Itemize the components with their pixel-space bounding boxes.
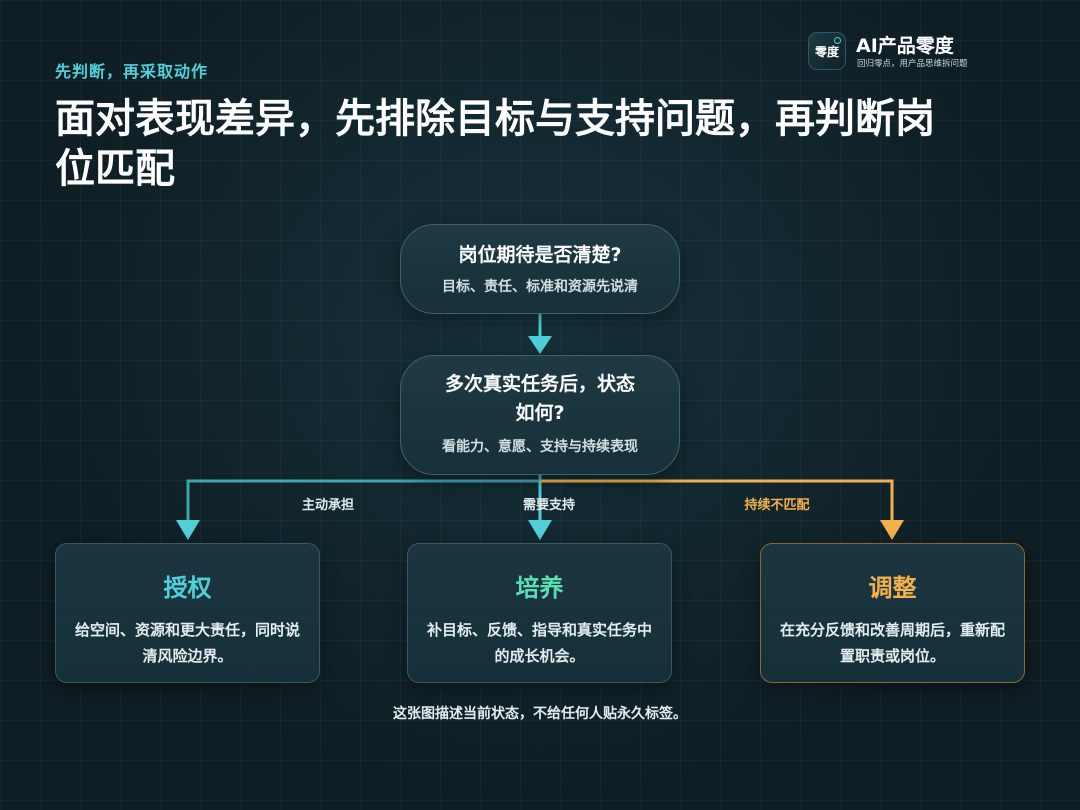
brand-logo: 零度 xyxy=(808,32,846,70)
edge-label-right: 持续不匹配 xyxy=(744,498,810,513)
brand-logo-dot-icon xyxy=(834,37,841,44)
outcome-title: 培养 xyxy=(515,574,564,602)
brand-name: AI产品零度 xyxy=(856,35,954,57)
brand-tagline: 回归零点，用产品思维拆问题 xyxy=(857,59,968,69)
decision-subtext: 目标、责任、标准和资源先说清 xyxy=(442,279,638,295)
decision-node-status: 多次真实任务后，状态 如何? 看能力、意愿、支持与持续表现 xyxy=(400,355,680,475)
outcome-description: 补目标、反馈、指导和真实任务中的成长机会。 xyxy=(426,621,652,665)
arrow-q1-q2-icon xyxy=(528,336,552,354)
decision-question-line1: 多次真实任务后，状态 xyxy=(444,373,635,395)
decision-subtext: 看能力、意愿、支持与持续表现 xyxy=(442,439,638,455)
outcome-title: 授权 xyxy=(163,574,212,602)
arrow-left-icon xyxy=(176,520,200,540)
footer-caption: 这张图描述当前状态，不给任何人贴永久标签。 xyxy=(393,706,687,722)
decision-node-expectation: 岗位期待是否清楚? 目标、责任、标准和资源先说清 xyxy=(400,224,680,314)
outcome-card-empower: 授权 给空间、资源和更大责任，同时说清风险边界。 xyxy=(55,543,320,683)
outcome-card-develop: 培养 补目标、反馈、指导和真实任务中的成长机会。 xyxy=(407,543,672,683)
outcome-description: 给空间、资源和更大责任，同时说清风险边界。 xyxy=(74,621,300,665)
arrow-middle-icon xyxy=(528,520,552,540)
arrow-right-icon xyxy=(880,520,904,540)
edge-label-middle: 需要支持 xyxy=(522,498,576,513)
connector-right xyxy=(540,479,894,522)
outcome-title: 调整 xyxy=(868,574,917,602)
outcome-description: 在充分反馈和改善周期后，重新配置职责或岗位。 xyxy=(779,621,1005,665)
page-title: 面对表现差异，先排除目标与支持问题，再判断岗位匹配 xyxy=(55,96,935,192)
edge-label-left: 主动承担 xyxy=(301,498,355,513)
outcome-card-adjust: 调整 在充分反馈和改善周期后，重新配置职责或岗位。 xyxy=(760,543,1025,683)
section-kicker: 先判断，再采取动作 xyxy=(55,62,209,81)
decision-question: 岗位期待是否清楚? xyxy=(458,244,622,266)
decision-question-line2: 如何? xyxy=(515,402,565,424)
brand-logo-text: 零度 xyxy=(814,44,839,59)
